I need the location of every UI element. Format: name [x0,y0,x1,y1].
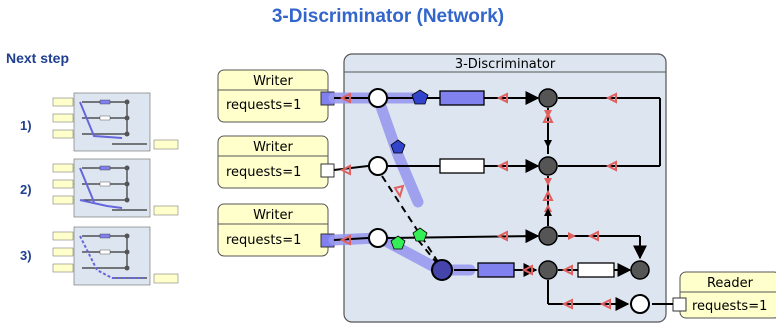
page-title: 3-Discriminator (Network) [271,6,505,27]
channel-buffer-4 [577,262,615,278]
writer-2-name: Writer [253,140,293,155]
blue-token-1 [411,89,429,105]
step-3-thumbnail[interactable] [52,226,182,288]
writer-2-field: requests=1 [226,165,301,180]
step-3-label: 3) [20,248,32,263]
reader-process[interactable]: Reader requests=1 [672,271,776,319]
discriminator-node [431,259,453,281]
channel-buffer-3 [477,262,515,278]
blue-token-2 [390,139,406,154]
step-2-thumbnail[interactable] [52,158,182,220]
writer-1-process[interactable]: Writer requests=1 [217,69,335,123]
green-token-2 [412,227,428,242]
reader-port [672,297,687,312]
merge-node-2 [368,156,388,176]
channel-buffer-1 [439,90,485,106]
writer-1-field: requests=1 [226,98,301,113]
merge-node-1 [368,88,388,108]
writer-3-process[interactable]: Writer requests=1 [217,203,335,257]
merge-node-3 [368,228,388,248]
direction-markers [544,140,644,252]
writer-2-port [320,163,335,178]
next-step-heading: Next step [6,50,70,66]
acknowledgement-arrows [339,92,617,310]
step-2-label: 2) [20,182,32,197]
step-1-label: 1) [20,118,32,133]
discriminator-container [343,53,667,323]
join-node-3 [538,226,558,246]
channel-buffer-2 [439,158,485,174]
reader-field: requests=1 [692,299,767,314]
writer-3-field: requests=1 [226,233,301,248]
reader-name: Reader [707,276,754,291]
writer-3-name: Writer [253,208,293,223]
container-label: 3-Discriminator [455,57,556,72]
dashed-choice-wires [381,175,439,263]
join-node-2 [538,156,558,176]
writer-2-process[interactable]: Writer requests=1 [217,135,335,189]
join-node-1 [538,88,558,108]
step-1-thumbnail[interactable] [52,92,182,154]
join-node-5 [630,260,650,280]
join-node-4 [538,260,558,280]
output-node [630,294,650,314]
green-token-1 [390,235,406,250]
writer-1-name: Writer [253,74,293,89]
